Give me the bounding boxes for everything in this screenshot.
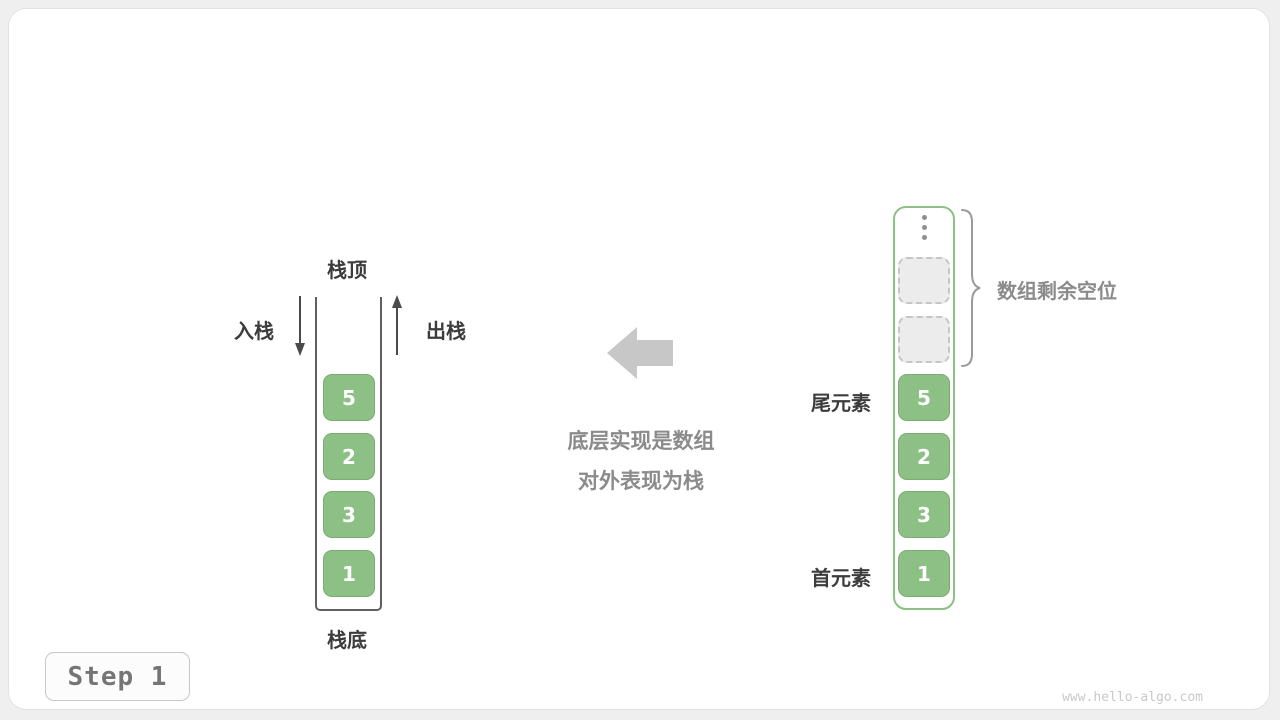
push-down-arrow-icon <box>295 296 305 356</box>
ellipsis-icon <box>895 215 953 240</box>
tail-element-label: 尾元素 <box>811 391 871 415</box>
watermark: www.hello-algo.com <box>1062 690 1203 705</box>
ellipsis-dot <box>921 235 927 240</box>
stack-top-label: 栈顶 <box>327 258 367 282</box>
stack-cell: 2 <box>323 433 375 480</box>
ellipsis-dot <box>921 215 927 220</box>
curly-brace-icon <box>961 209 981 367</box>
array-empty-slot <box>898 257 950 304</box>
push-label: 入栈 <box>234 319 274 343</box>
figure-card: 栈顶 5 2 3 1 栈底 入栈 出栈 底层实现是数组 对外表现为栈 <box>8 8 1270 710</box>
caption-line-1: 底层实现是数组 <box>567 429 715 453</box>
array-cell: 3 <box>898 491 950 538</box>
array-cell: 5 <box>898 374 950 421</box>
empty-slots-label: 数组剩余空位 <box>997 279 1117 303</box>
step-badge: Step 1 <box>45 652 190 701</box>
step-badge-label: Step 1 <box>67 661 168 692</box>
array-empty-slot <box>898 316 950 363</box>
left-block-arrow-icon <box>607 327 673 379</box>
pop-up-arrow-icon <box>392 295 402 355</box>
array-container: 5 2 3 1 <box>893 206 955 610</box>
array-cell: 1 <box>898 550 950 597</box>
stack-bottom-label: 栈底 <box>327 628 367 652</box>
stack-cell: 5 <box>323 374 375 421</box>
array-cell: 2 <box>898 433 950 480</box>
ellipsis-dot <box>921 225 927 230</box>
stack-cell: 3 <box>323 491 375 538</box>
head-element-label: 首元素 <box>811 566 871 590</box>
stack-cell: 1 <box>323 550 375 597</box>
caption-line-2: 对外表现为栈 <box>578 469 704 493</box>
pop-label: 出栈 <box>426 319 466 343</box>
